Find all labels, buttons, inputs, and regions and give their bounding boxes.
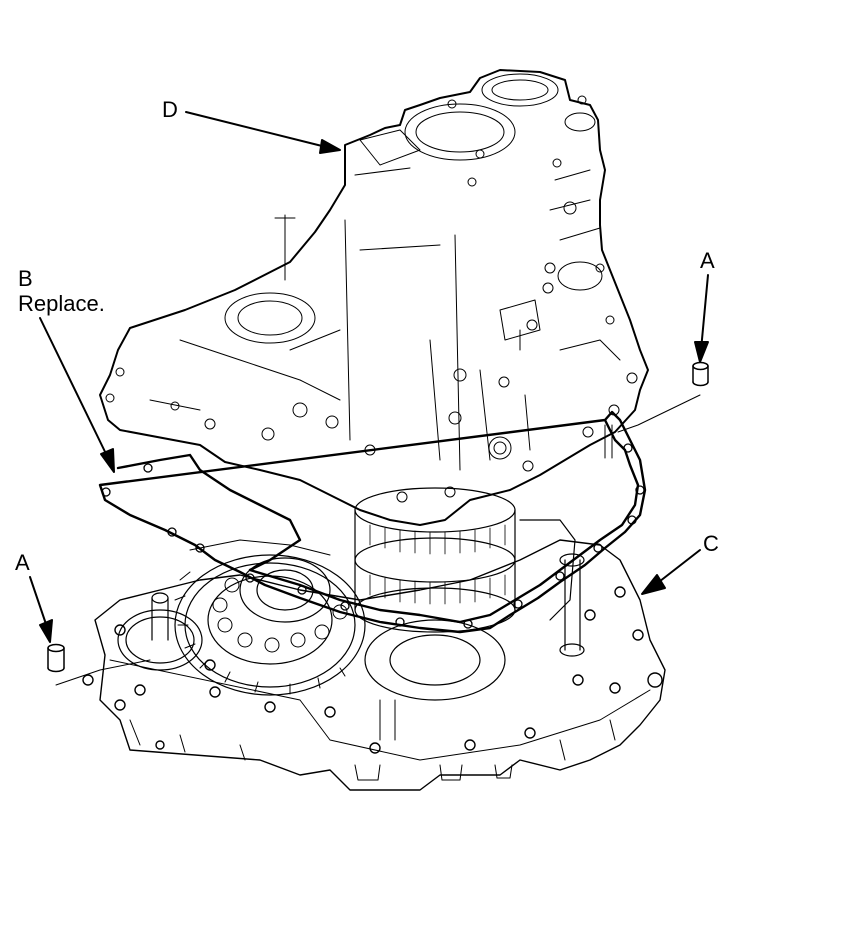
callout-label-d: D xyxy=(162,97,178,122)
dowel-pin-right xyxy=(604,361,709,459)
gasket xyxy=(98,410,647,634)
callout-label-b: B xyxy=(18,266,33,291)
arrow-b xyxy=(39,317,111,463)
arrow-a-left xyxy=(29,576,49,631)
dowel-pin-left xyxy=(47,643,151,686)
callout-label-a-left: A xyxy=(15,550,30,575)
arrow-a-right xyxy=(700,274,709,351)
arrow-d xyxy=(185,111,331,149)
leader-arrows xyxy=(29,111,709,643)
transmission-housing xyxy=(82,539,666,791)
callout-label-a-right: A xyxy=(700,248,715,273)
transmission-case xyxy=(99,69,649,526)
differential-gear xyxy=(174,554,366,696)
counter-gear xyxy=(117,539,331,671)
clutch-assembly xyxy=(354,487,585,741)
arrow-c xyxy=(654,549,701,586)
gasket-bolt-holes xyxy=(101,443,645,629)
case-details xyxy=(105,73,638,503)
callout-label-c: C xyxy=(703,531,719,556)
callout-note-replace: Replace. xyxy=(18,291,105,316)
